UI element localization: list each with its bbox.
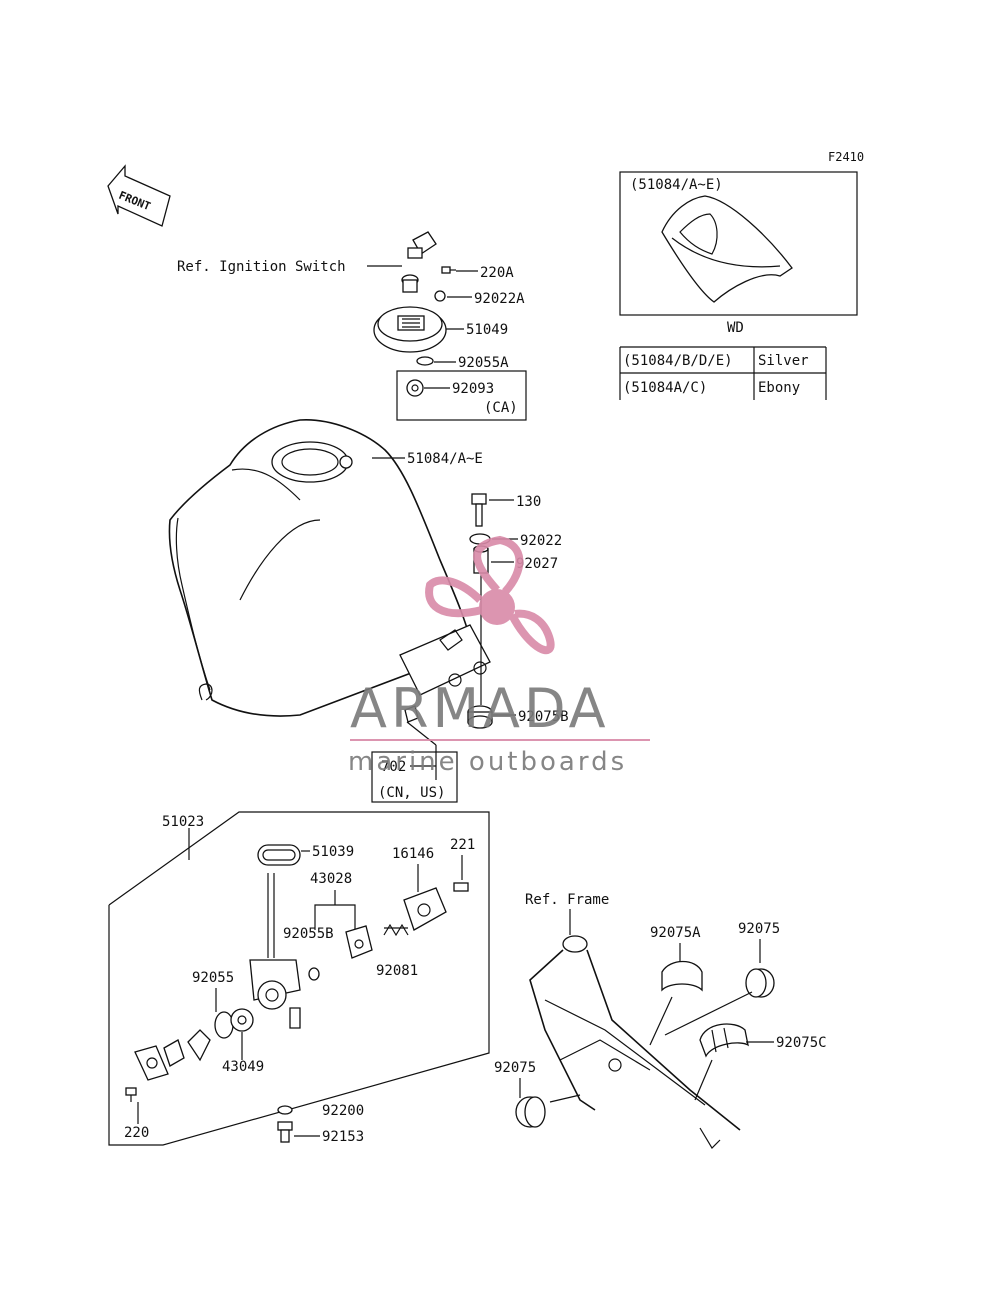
label-92022: 92022 bbox=[520, 533, 562, 549]
lever-16146-icon bbox=[403, 887, 447, 931]
watermark: ARMADA marine outboards bbox=[348, 535, 650, 777]
label-92075B: 92075B bbox=[518, 709, 569, 725]
damper-92075A-icon bbox=[661, 960, 703, 992]
frame-icon bbox=[529, 935, 741, 1149]
label-cn-us: (CN, US) bbox=[378, 785, 445, 801]
label-43028: 43028 bbox=[310, 871, 352, 887]
label-ca: (CA) bbox=[484, 400, 518, 416]
o-ring-92055A-icon bbox=[416, 356, 434, 366]
bolt-92153-icon bbox=[277, 1121, 293, 1143]
label-92200: 92200 bbox=[322, 1103, 364, 1119]
bolt-130-icon bbox=[471, 493, 487, 527]
screw-220-icon bbox=[125, 1087, 137, 1102]
screw-221-icon bbox=[453, 882, 469, 892]
label-220A: 220A bbox=[480, 265, 514, 281]
damper-92075-left-icon bbox=[515, 1096, 546, 1128]
label-16146: 16146 bbox=[392, 846, 434, 862]
washer-92200-icon bbox=[277, 1105, 293, 1115]
label-92055: 92055 bbox=[192, 970, 234, 986]
label-92093: 92093 bbox=[452, 381, 494, 397]
label-702: 702 bbox=[381, 759, 406, 775]
filter-43049-icon bbox=[230, 1008, 254, 1032]
propeller-logo-icon bbox=[425, 535, 555, 655]
o-ring-92055B-icon bbox=[308, 967, 320, 981]
fuel-pipe-icon bbox=[249, 873, 301, 1029]
label-130: 130 bbox=[516, 494, 541, 510]
damper-92075B-icon bbox=[467, 705, 493, 729]
label-tank: 51084/A~E bbox=[407, 451, 483, 467]
box-702: 702 (CN, US) bbox=[371, 705, 458, 803]
fuel-tank-icon bbox=[168, 419, 491, 717]
diaphragm-43028-icon bbox=[345, 925, 373, 959]
gasket-parts-icon bbox=[134, 1029, 211, 1081]
lock-cylinder-icon bbox=[401, 274, 419, 293]
label-221: 221 bbox=[450, 837, 475, 853]
label-ref-frame: Ref. Frame bbox=[525, 892, 609, 908]
watermark-brand: ARMADA bbox=[350, 677, 610, 740]
label-92022A: 92022A bbox=[474, 291, 525, 307]
label-220: 220 bbox=[124, 1125, 149, 1141]
label-92153: 92153 bbox=[322, 1129, 364, 1145]
figure-code: F2410 bbox=[828, 150, 864, 164]
label-92055B: 92055B bbox=[283, 926, 334, 942]
label-51049: 51049 bbox=[466, 322, 508, 338]
inset-box: (51084/A~E) WD bbox=[619, 171, 858, 336]
color-table: (51084/B/D/E) Silver (51084A/C) Ebony bbox=[619, 346, 827, 400]
damper-92075C-icon bbox=[699, 1023, 749, 1058]
inset-caption: WD bbox=[727, 320, 744, 336]
washer-92022A-icon bbox=[434, 290, 446, 302]
damper-92075-top-icon bbox=[745, 968, 775, 998]
front-arrow-icon: FRONT bbox=[107, 164, 171, 227]
key-icon bbox=[407, 231, 437, 259]
label-43049: 43049 bbox=[222, 1059, 264, 1075]
fuel-cap-icon bbox=[373, 306, 447, 353]
watermark-tagline: marine outboards bbox=[348, 747, 627, 777]
label-92075-top: 92075 bbox=[738, 921, 780, 937]
label-92075-left: 92075 bbox=[494, 1060, 536, 1076]
color-table-color-2: Ebony bbox=[758, 380, 800, 396]
label-92081: 92081 bbox=[376, 963, 418, 979]
spring-92081-icon bbox=[383, 923, 409, 937]
label-92027: 92027 bbox=[516, 556, 558, 572]
label-51039: 51039 bbox=[312, 844, 354, 860]
label-92075C: 92075C bbox=[776, 1035, 827, 1051]
label-92055A: 92055A bbox=[458, 355, 509, 371]
tank-cover-icon bbox=[661, 195, 793, 303]
o-ring-92055-icon bbox=[214, 1011, 234, 1039]
screw-220A-icon bbox=[441, 266, 456, 274]
fuel-cock-frame bbox=[108, 811, 490, 1146]
color-table-color-1: Silver bbox=[758, 353, 809, 369]
box-92093: 92093 (CA) bbox=[396, 370, 527, 421]
label-ref-ignition: Ref. Ignition Switch bbox=[177, 259, 346, 275]
color-table-part-2: (51084A/C) bbox=[623, 380, 707, 396]
gasket-51039-icon bbox=[257, 844, 301, 866]
inset-ref: (51084/A~E) bbox=[630, 177, 723, 193]
color-table-part-1: (51084/B/D/E) bbox=[623, 353, 733, 369]
label-92075A: 92075A bbox=[650, 925, 701, 941]
label-51023: 51023 bbox=[162, 814, 204, 830]
